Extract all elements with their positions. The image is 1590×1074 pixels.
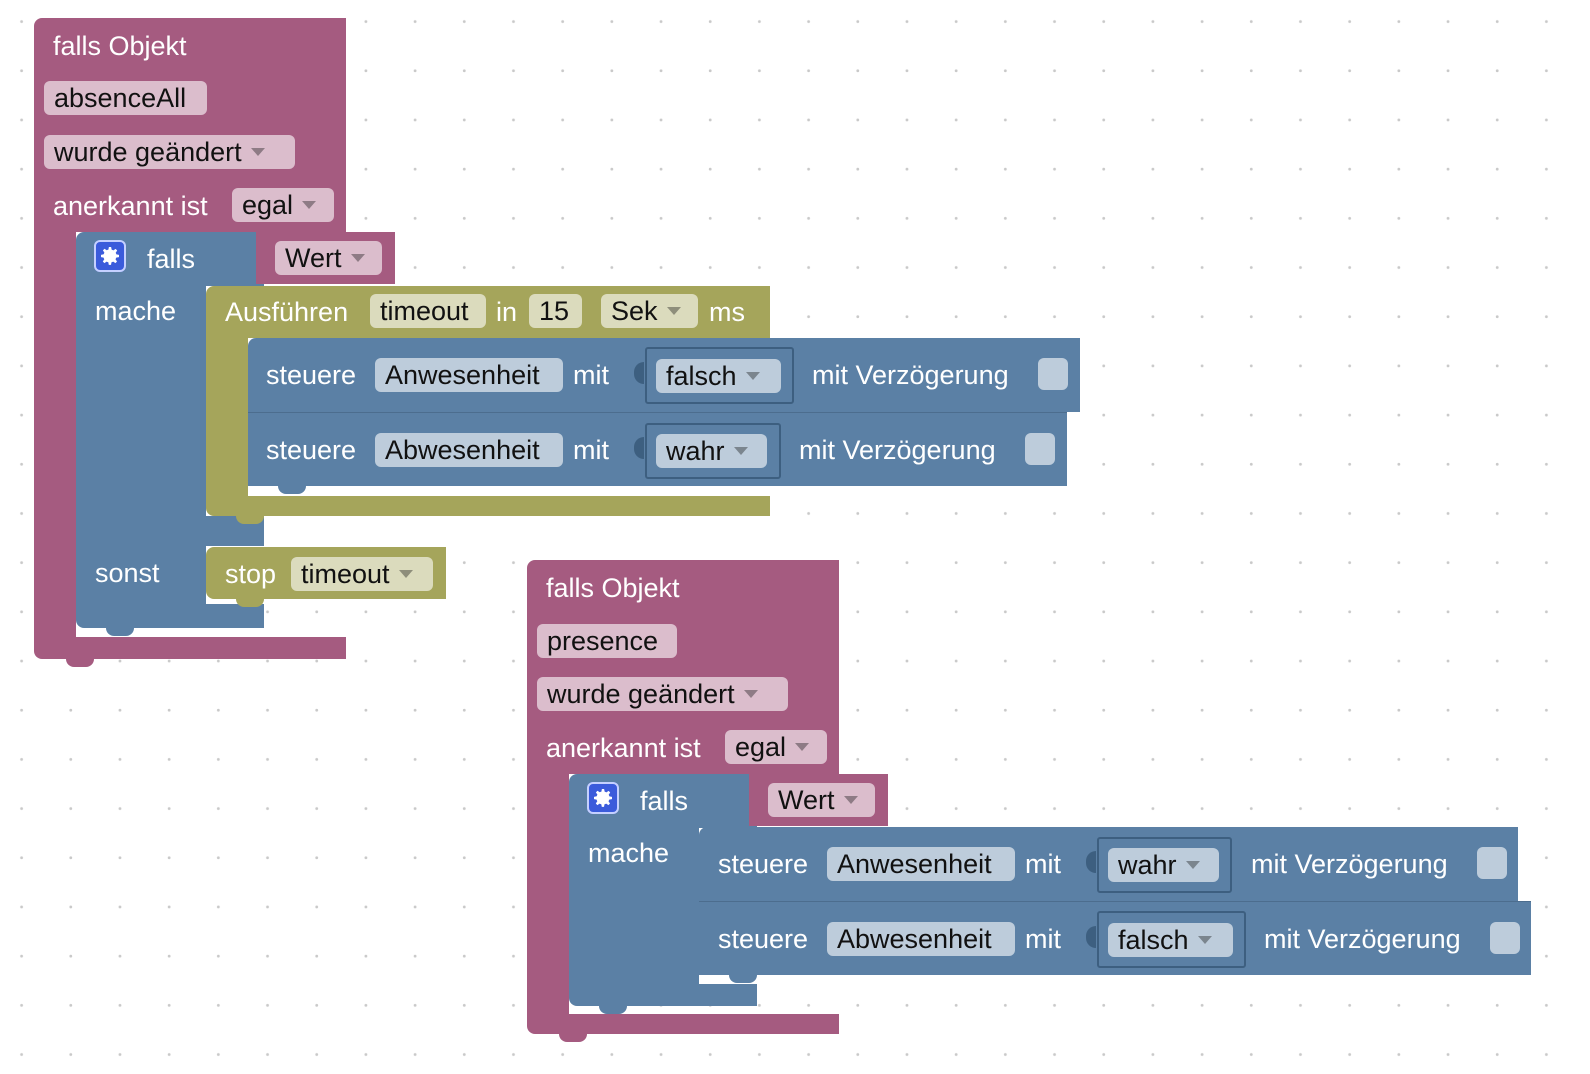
value-socket bbox=[1086, 926, 1096, 948]
object-id-field[interactable]: absenceAll bbox=[44, 81, 207, 115]
control-target-field[interactable]: Abwesenheit bbox=[827, 922, 1015, 956]
bool-dropdown[interactable]: wahr bbox=[1108, 848, 1219, 882]
delay-label: mit Verzögerung bbox=[812, 360, 1009, 390]
dropdown-arrow-icon bbox=[743, 689, 758, 698]
object-id-field[interactable]: presence bbox=[537, 624, 677, 658]
if-block-2-next-tab bbox=[599, 1006, 627, 1014]
stop-block-next-tab bbox=[236, 599, 264, 607]
if-block-1-spine bbox=[76, 286, 206, 547]
if-block-1-next-tab bbox=[106, 628, 134, 636]
bool-value: wahr bbox=[1118, 850, 1177, 880]
trigger-block-1-next-tab bbox=[66, 659, 94, 667]
control-block-2b-next-tab bbox=[729, 975, 757, 983]
do-label: mache bbox=[588, 838, 670, 868]
condition-value: wurde geändert bbox=[547, 679, 735, 709]
control-with-label: mit bbox=[573, 435, 609, 465]
dropdown-arrow-icon bbox=[795, 742, 810, 751]
condition-value: wurde geändert bbox=[54, 137, 242, 167]
if-block-2-spine bbox=[569, 828, 699, 988]
timeout-in-label: in bbox=[496, 297, 518, 327]
if-block-1-footer bbox=[76, 604, 264, 628]
stop-name-value: timeout bbox=[301, 559, 390, 589]
gear-icon[interactable] bbox=[587, 782, 619, 814]
checkbox-icon[interactable] bbox=[1025, 433, 1055, 465]
if-block-1-else-spine bbox=[76, 547, 206, 609]
condition-dropdown[interactable]: wurde geändert bbox=[44, 135, 295, 169]
do-label: mache bbox=[95, 296, 177, 326]
stop-name-dropdown[interactable]: timeout bbox=[291, 557, 433, 591]
control-label: steuere bbox=[718, 924, 809, 954]
dropdown-arrow-icon bbox=[843, 795, 858, 804]
value-label: Wert bbox=[285, 243, 342, 273]
timeout-label: Ausführen bbox=[225, 297, 349, 327]
dropdown-arrow-icon bbox=[733, 446, 748, 455]
control-label: steuere bbox=[266, 435, 357, 465]
timeout-block-spine bbox=[206, 338, 248, 498]
dropdown-arrow-icon bbox=[398, 569, 413, 578]
checkbox-icon[interactable] bbox=[1477, 847, 1507, 879]
timeout-unit-dropdown[interactable]: Sek bbox=[601, 294, 698, 328]
bool-value: wahr bbox=[666, 436, 725, 466]
value-socket bbox=[634, 437, 644, 459]
bool-value: falsch bbox=[666, 361, 737, 391]
ack-dropdown[interactable]: egal bbox=[725, 730, 827, 764]
trigger-block-1-footer bbox=[34, 637, 346, 659]
bool-dropdown[interactable]: falsch bbox=[1108, 923, 1233, 957]
if-label: falls bbox=[640, 786, 689, 816]
delay-label: mit Verzögerung bbox=[1264, 924, 1461, 954]
bool-value: falsch bbox=[1118, 925, 1189, 955]
trigger-block-1-spine bbox=[34, 232, 76, 637]
dropdown-arrow-icon bbox=[666, 306, 681, 315]
delay-label: mit Verzögerung bbox=[1251, 849, 1448, 879]
value-dropdown[interactable]: Wert bbox=[275, 241, 382, 275]
control-block-1b-next-tab bbox=[278, 486, 306, 494]
if-block-2-footer bbox=[569, 984, 757, 1006]
timeout-suffix: ms bbox=[709, 297, 745, 327]
control-with-label: mit bbox=[573, 360, 609, 390]
control-label: steuere bbox=[718, 849, 809, 879]
trigger-block-2-footer bbox=[527, 1014, 839, 1034]
if-label: falls bbox=[147, 244, 196, 274]
ack-value: egal bbox=[735, 732, 787, 762]
control-label: steuere bbox=[266, 360, 357, 390]
dropdown-arrow-icon bbox=[1185, 860, 1200, 869]
dropdown-arrow-icon bbox=[302, 200, 317, 209]
trigger-title: falls Objekt bbox=[53, 31, 187, 61]
trigger-block-2-spine bbox=[527, 774, 569, 1016]
dropdown-arrow-icon bbox=[1197, 935, 1212, 944]
control-target-field[interactable]: Abwesenheit bbox=[375, 433, 563, 467]
ack-dropdown[interactable]: egal bbox=[232, 188, 334, 222]
timeout-block-footer bbox=[206, 496, 770, 516]
checkbox-icon[interactable] bbox=[1490, 922, 1520, 954]
dropdown-arrow-icon bbox=[250, 147, 265, 156]
timeout-name-field[interactable]: timeout bbox=[370, 294, 486, 328]
ack-label: anerkannt ist bbox=[546, 733, 701, 763]
stop-label: stop bbox=[225, 559, 277, 589]
control-with-label: mit bbox=[1025, 924, 1061, 954]
value-label: Wert bbox=[778, 785, 835, 815]
bool-dropdown[interactable]: wahr bbox=[656, 434, 767, 468]
ack-value: egal bbox=[242, 190, 294, 220]
dropdown-arrow-icon bbox=[350, 253, 365, 262]
value-dropdown[interactable]: Wert bbox=[768, 783, 875, 817]
value-socket bbox=[1086, 851, 1096, 873]
control-target-field[interactable]: Anwesenheit bbox=[375, 358, 563, 392]
else-label: sonst bbox=[95, 558, 160, 588]
checkbox-icon[interactable] bbox=[1038, 358, 1068, 390]
control-target-field[interactable]: Anwesenheit bbox=[827, 847, 1015, 881]
dropdown-arrow-icon bbox=[745, 371, 760, 380]
timeout-unit-value: Sek bbox=[611, 296, 658, 326]
gear-icon[interactable] bbox=[94, 240, 126, 272]
control-with-label: mit bbox=[1025, 849, 1061, 879]
timeout-block-next-tab bbox=[236, 516, 264, 524]
value-socket bbox=[634, 362, 644, 384]
trigger-title: falls Objekt bbox=[546, 573, 680, 603]
timeout-amount-field[interactable]: 15 bbox=[529, 294, 582, 328]
delay-label: mit Verzögerung bbox=[799, 435, 996, 465]
condition-dropdown[interactable]: wurde geändert bbox=[537, 677, 788, 711]
bool-dropdown[interactable]: falsch bbox=[656, 359, 781, 393]
ack-label: anerkannt ist bbox=[53, 191, 208, 221]
trigger-block-2-next-tab bbox=[559, 1034, 587, 1042]
